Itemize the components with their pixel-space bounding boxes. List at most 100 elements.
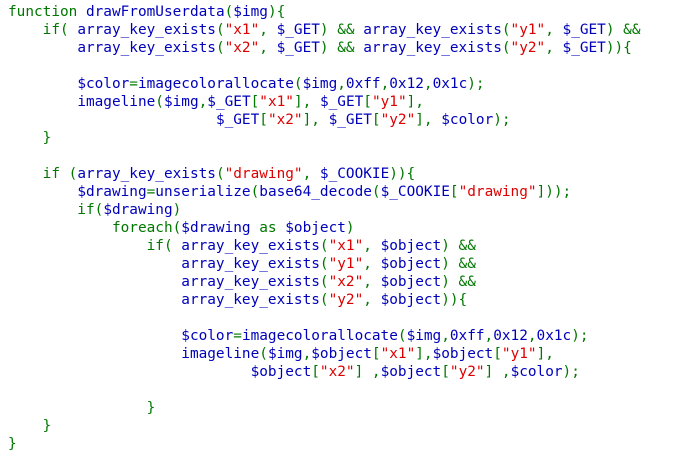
code-token: imageline — [181, 346, 260, 362]
code-line: if( array_key_exists("x1", $object) && — [8, 237, 641, 255]
code-token: $color — [77, 76, 130, 92]
code-token: ], — [302, 112, 329, 128]
code-token: ) && — [441, 238, 476, 254]
code-token: "x1" — [259, 94, 294, 110]
code-token: ) — [345, 220, 355, 236]
code-token: $object — [380, 274, 442, 290]
code-token: [ — [449, 184, 459, 200]
code-token: , — [441, 328, 450, 344]
code-token: ( — [215, 40, 225, 56]
code-line: $color=imagecolorallocate($img,0xff,0x12… — [8, 327, 641, 345]
code-token: ( — [259, 346, 268, 362]
code-token: , — [259, 40, 277, 56]
code-token: $object — [285, 220, 346, 236]
code-token: [ — [250, 94, 260, 110]
code-token: array_key_exists — [77, 22, 216, 38]
code-token — [8, 256, 181, 272]
code-token — [8, 364, 251, 380]
code-token: ], — [415, 346, 433, 362]
code-token: } — [8, 436, 17, 452]
code-line: if($drawing) — [8, 201, 641, 219]
code-token — [8, 112, 216, 128]
code-token: [ — [311, 364, 320, 380]
code-token: "x1" — [224, 22, 260, 38]
code-token: ], — [415, 112, 442, 128]
code-token: unserialize — [155, 184, 251, 200]
code-token: "y1" — [501, 346, 537, 362]
code-token: ){ — [267, 4, 286, 20]
code-token: 0x1c — [536, 328, 572, 344]
code-line: array_key_exists("y1", $object) && — [8, 255, 641, 273]
code-token: , — [363, 238, 381, 254]
code-token — [8, 76, 77, 92]
code-line — [8, 381, 641, 399]
code-token: "y2" — [328, 292, 364, 308]
code-token: ) && — [441, 274, 476, 290]
code-token: if( — [8, 22, 78, 38]
code-token: ) && — [319, 22, 364, 38]
code-token: $_GET — [207, 94, 251, 110]
code-token: if( — [8, 202, 104, 218]
code-token: } — [8, 130, 52, 146]
code-token: "x2" — [224, 40, 260, 56]
code-line: array_key_exists("x2", $_GET) && array_k… — [8, 39, 641, 57]
code-token: , — [363, 274, 381, 290]
code-token: ( — [319, 274, 329, 290]
code-token: foreach( — [8, 220, 182, 236]
code-token: $img — [267, 346, 303, 362]
code-token: ], — [293, 94, 320, 110]
code-token: "drawing" — [224, 166, 303, 182]
code-line: } — [8, 435, 641, 453]
code-token: ) && — [605, 22, 641, 38]
code-token: 0x12 — [493, 328, 528, 344]
code-token — [8, 292, 181, 308]
code-token: "y1" — [371, 94, 407, 110]
code-token: "x1" — [380, 346, 416, 362]
code-token: ) && — [319, 40, 364, 56]
code-token: imagecolorallocate — [137, 76, 294, 92]
code-line: foreach($drawing as $object) — [8, 219, 641, 237]
code-token: $_GET — [276, 40, 320, 56]
code-token: ( — [250, 184, 260, 200]
code-token: "y2" — [510, 40, 546, 56]
code-token: ] , — [354, 364, 381, 380]
code-token: $object — [311, 346, 372, 362]
code-token: "y2" — [449, 364, 485, 380]
code-token: $img — [302, 76, 338, 92]
code-token: $_GET — [562, 22, 606, 38]
code-token: [ — [493, 346, 502, 362]
code-line: imageline($img,$_GET["x1"], $_GET["y1"], — [8, 93, 641, 111]
code-token: [ — [363, 94, 372, 110]
code-token: , — [259, 22, 277, 38]
code-token: array_key_exists — [181, 292, 320, 308]
code-token: , — [545, 22, 563, 38]
code-token: $_GET — [319, 94, 364, 110]
code-token: "x2" — [319, 364, 355, 380]
code-token: $object — [380, 256, 442, 272]
code-token: [ — [371, 112, 381, 128]
code-token: $img — [406, 328, 442, 344]
code-token: array_key_exists — [181, 238, 320, 254]
code-token: $_GET — [276, 22, 320, 38]
code-token: , — [484, 328, 494, 344]
code-token: ( — [293, 76, 303, 92]
code-token: , — [337, 76, 346, 92]
code-token: = — [233, 328, 242, 344]
code-token: [ — [259, 112, 268, 128]
code-token: $drawing — [181, 220, 260, 236]
code-token: ( — [371, 184, 381, 200]
code-editor[interactable]: function drawFromUserdata($img){ if( arr… — [8, 3, 641, 453]
code-token: "y1" — [328, 256, 364, 272]
code-token: ) — [172, 202, 182, 218]
code-line: } — [8, 417, 641, 435]
code-token: , — [380, 76, 390, 92]
code-token: ); — [467, 76, 485, 92]
code-line: $drawing=unserialize(base64_decode($_COO… — [8, 183, 641, 201]
code-token: } — [8, 400, 156, 416]
code-token: [ — [371, 346, 381, 362]
code-token: , — [423, 76, 433, 92]
code-token: array_key_exists — [181, 256, 320, 272]
code-token: array_key_exists — [77, 40, 216, 56]
code-token: $img — [233, 4, 268, 20]
